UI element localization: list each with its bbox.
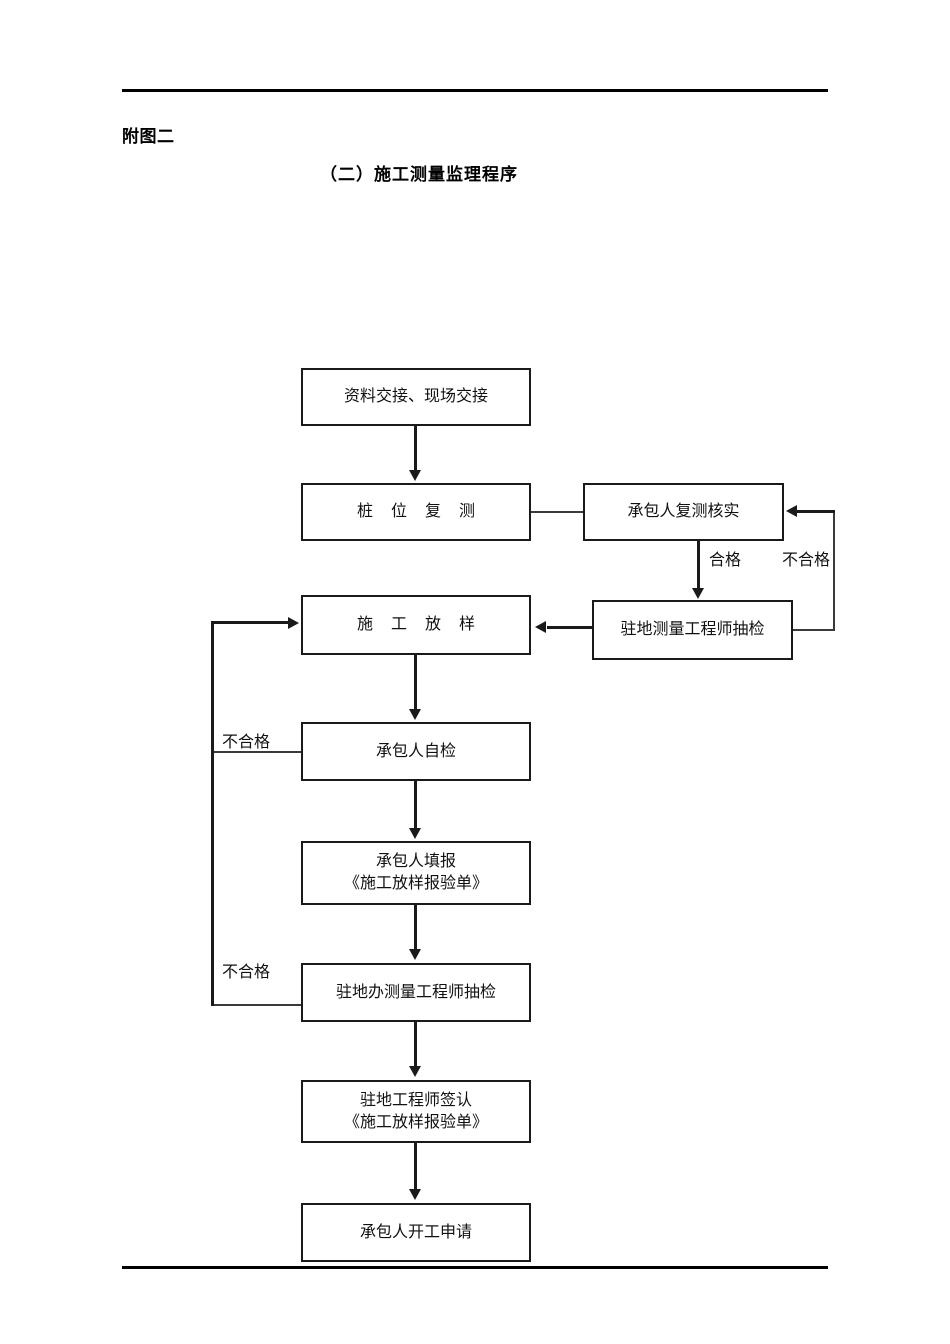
arrowhead-spotcheck-to-layout: [535, 621, 546, 633]
node-contractor-verify: 承包人复测核实: [583, 483, 784, 541]
node-engineer-sign-line2: 《施工放样报验单》: [343, 1113, 488, 1131]
edge-label-unqualified-selfcheck: 不合格: [222, 734, 271, 751]
node-contractor-report-line1: 承包人填报: [375, 853, 456, 871]
connector-sign-to-start-application: [414, 1143, 417, 1190]
node-stake-recheck-label: 桩 位 复 测: [356, 503, 482, 521]
edge-label-unqualified-right: 不合格: [782, 552, 831, 569]
page-title: （二）施工测量监理程序: [320, 165, 518, 185]
node-construction-layout-label: 施 工 放 样: [356, 616, 482, 634]
node-office-spotcheck-label: 驻地办测量工程师抽检: [335, 983, 496, 1001]
connector-spotcheck-loop-vertical: [833, 511, 835, 631]
connector-reject-spine-top: [211, 621, 289, 624]
arrowhead-office-to-sign: [409, 1066, 421, 1077]
connector-handover-to-stake: [414, 426, 417, 471]
node-handover-label: 资料交接、现场交接: [343, 388, 488, 406]
connector-spotcheck-to-layout: [547, 626, 593, 629]
connector-spotcheck-loop-top: [796, 510, 835, 513]
node-office-spotcheck: 驻地办测量工程师抽检: [301, 963, 531, 1022]
connector-verify-to-spotcheck: [697, 541, 700, 589]
footer-rule: [122, 1266, 828, 1269]
node-handover: 资料交接、现场交接: [301, 368, 531, 426]
arrowhead-layout-to-selfcheck: [409, 709, 421, 720]
node-contractor-verify-label: 承包人复测核实: [627, 503, 740, 521]
figure-label: 附图二: [122, 127, 175, 147]
node-resident-spotcheck-label: 驻地测量工程师抽检: [620, 621, 765, 639]
arrowhead-reject-to-layout: [288, 617, 299, 629]
header-rule: [122, 89, 828, 92]
edge-label-unqualified-office: 不合格: [222, 964, 271, 981]
connector-selfcheck-to-report: [414, 781, 417, 829]
node-resident-spotcheck: 驻地测量工程师抽检: [592, 600, 793, 660]
arrowhead-sign-to-start-application: [409, 1189, 421, 1200]
node-contractor-report: 承包人填报 《施工放样报验单》: [301, 841, 531, 905]
connector-stake-to-contractor-verify: [531, 511, 584, 513]
arrowhead-loop-to-contractor-verify: [786, 505, 797, 517]
connector-office-to-sign: [414, 1022, 417, 1067]
connector-report-to-office-spotcheck: [414, 905, 417, 950]
node-start-application-label: 承包人开工申请: [359, 1223, 472, 1241]
arrowhead-report-to-office-spotcheck: [409, 949, 421, 960]
edge-label-qualified: 合格: [709, 552, 742, 569]
node-engineer-sign-line1: 驻地工程师签认: [359, 1091, 472, 1109]
node-stake-recheck: 桩 位 复 测: [301, 483, 531, 541]
connector-spotcheck-loop-bottom: [793, 629, 835, 631]
node-construction-layout: 施 工 放 样: [301, 595, 531, 655]
arrowhead-handover-to-stake: [409, 470, 421, 481]
node-contractor-selfcheck-label: 承包人自检: [375, 742, 456, 760]
node-contractor-selfcheck: 承包人自检: [301, 722, 531, 781]
connector-selfcheck-reject-branch: [211, 751, 302, 753]
arrowhead-verify-to-spotcheck: [692, 588, 704, 599]
connector-layout-to-selfcheck: [414, 655, 417, 709]
arrowhead-selfcheck-to-report: [409, 828, 421, 839]
connector-office-reject-branch: [211, 1004, 302, 1006]
node-start-application: 承包人开工申请: [301, 1203, 531, 1262]
node-engineer-sign: 驻地工程师签认 《施工放样报验单》: [301, 1080, 531, 1143]
connector-reject-spine-vertical: [211, 621, 214, 1006]
node-contractor-report-line2: 《施工放样报验单》: [343, 875, 488, 892]
